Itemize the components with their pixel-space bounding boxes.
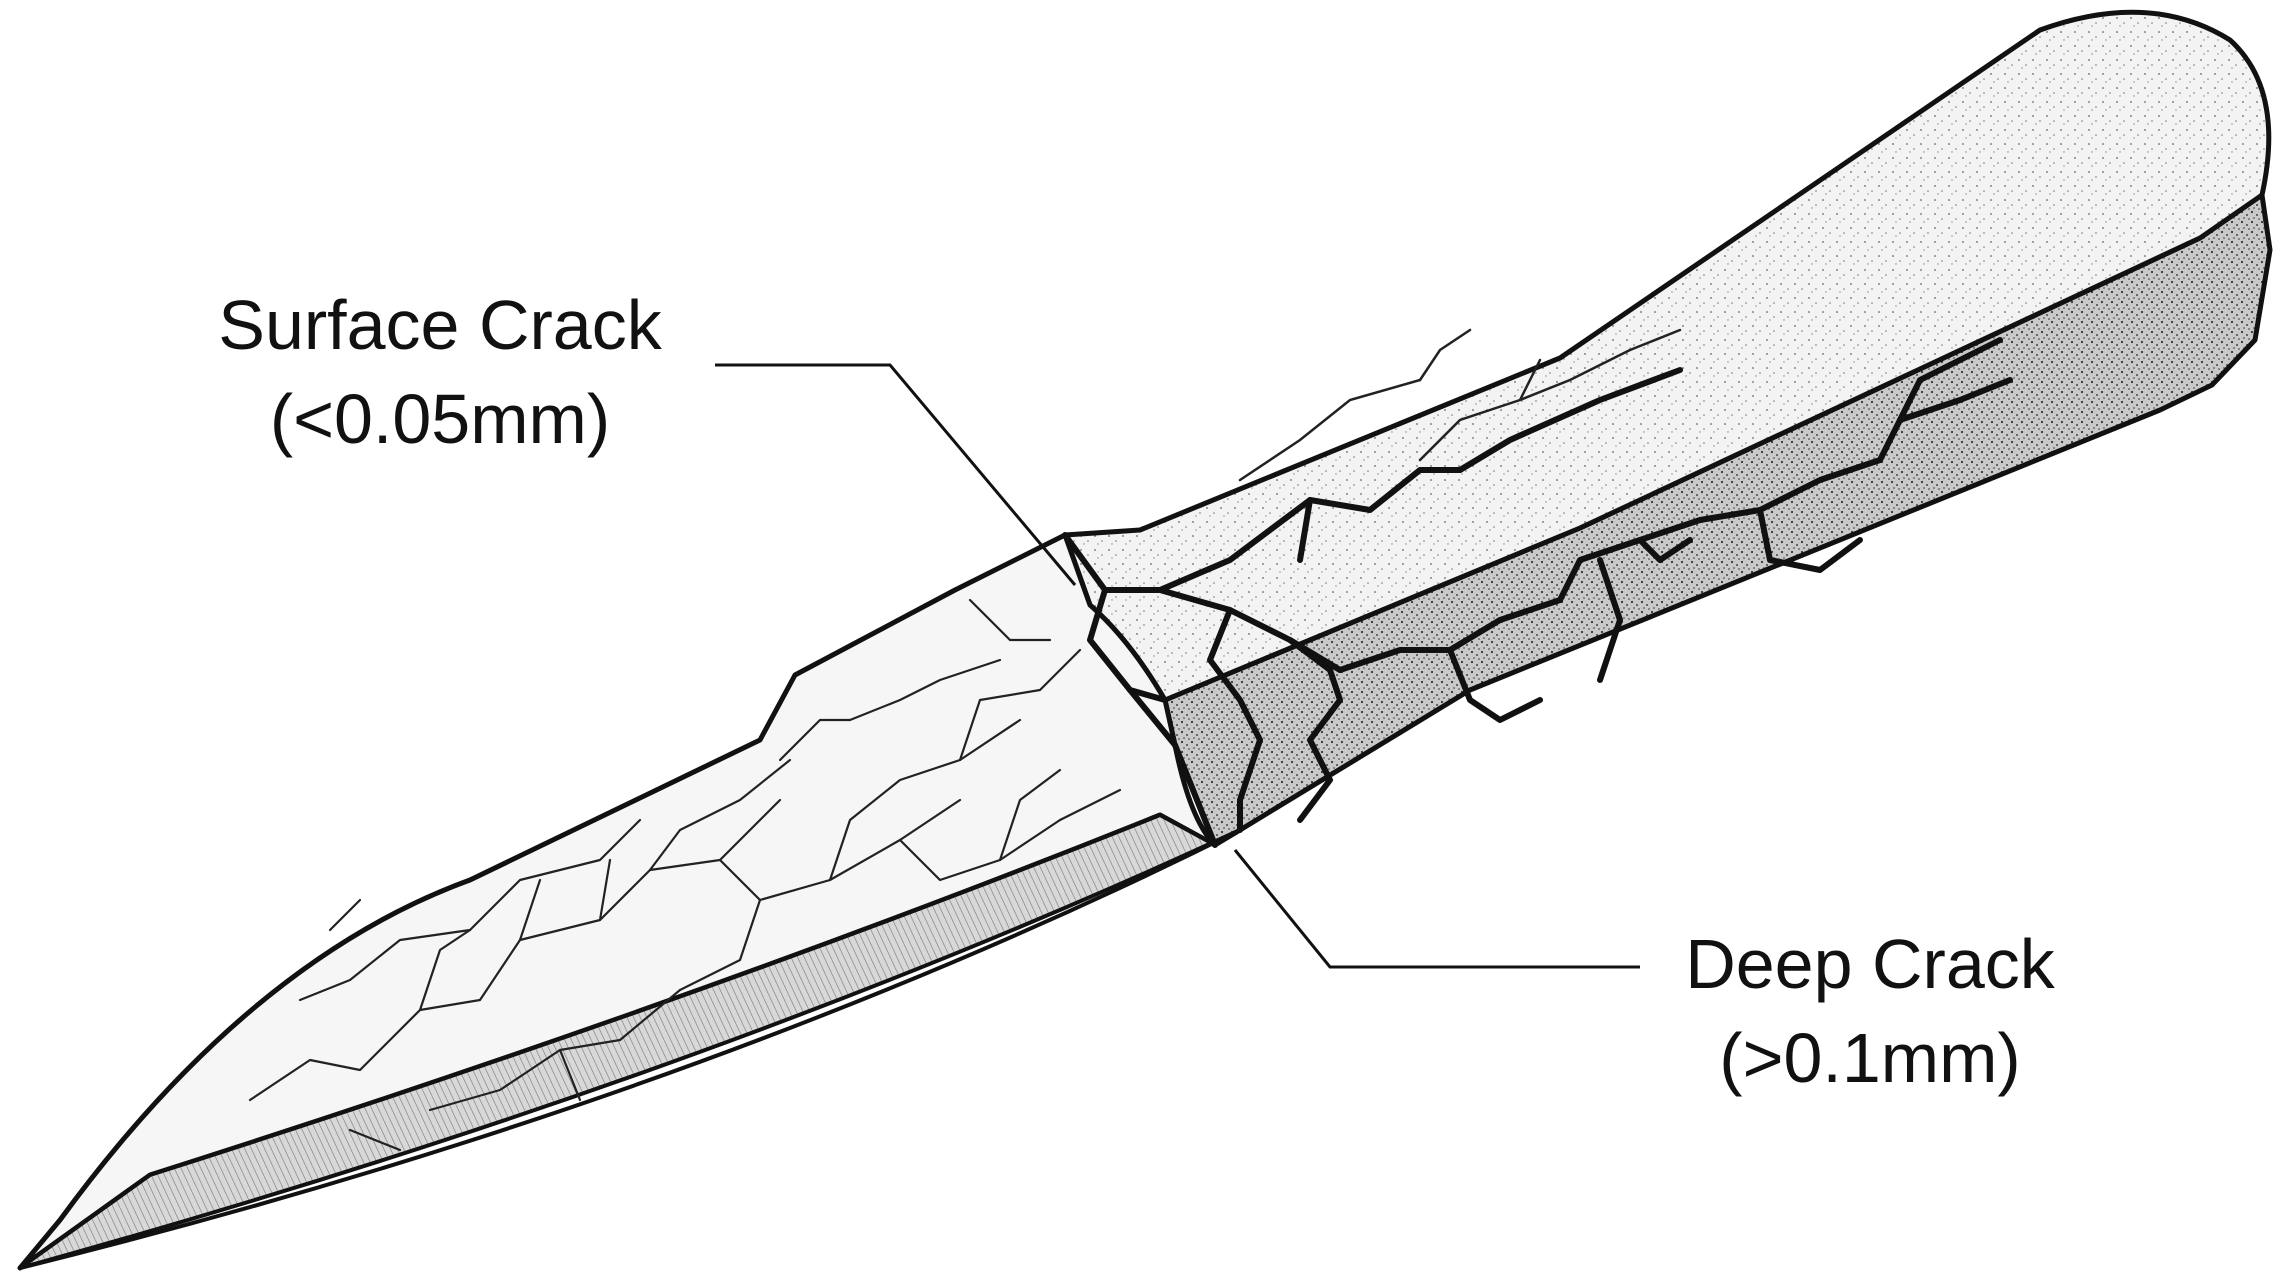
surface-crack-network — [248, 598, 1122, 1152]
deep-crack-title: Deep Crack — [1685, 925, 2055, 1003]
cutting-edge-line — [19, 828, 1241, 1270]
deep-crack-size: (>0.1mm) — [1719, 1019, 2021, 1097]
deep-crack-label: Deep Crack (>0.1mm) — [1650, 917, 2090, 1105]
deep-crack-network — [1062, 337, 2013, 848]
surface-crack-leader-line — [715, 363, 1077, 586]
spine-top-cracks — [1238, 328, 1682, 482]
surface-crack-title: Surface Crack — [218, 286, 662, 364]
surface-crack-label: Surface Crack (<0.05mm) — [160, 278, 720, 466]
surface-crack-size: (<0.05mm) — [269, 380, 611, 458]
deep-crack-leader-line — [1233, 849, 1640, 969]
